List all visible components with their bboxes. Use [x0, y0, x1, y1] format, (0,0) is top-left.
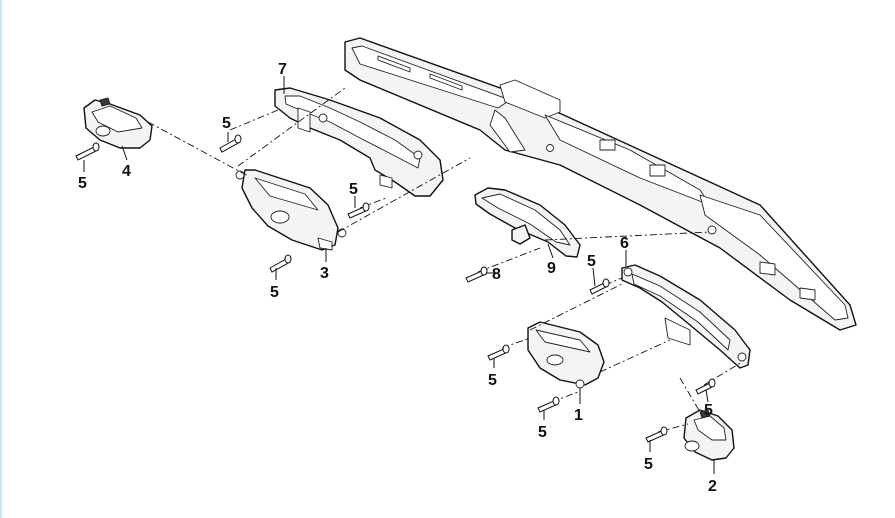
part-7-bracket [274, 87, 444, 197]
callout-7: 7 [278, 61, 287, 78]
part-3-meter [235, 169, 347, 251]
part-4-switch [83, 97, 153, 149]
screw-icon [537, 396, 560, 413]
callout-5: 5 [538, 424, 547, 441]
part-2-switch [683, 409, 735, 461]
screw-icon [75, 142, 100, 161]
callout-4: 4 [122, 163, 131, 180]
callout-8: 8 [492, 266, 501, 283]
screw-icon [695, 378, 716, 395]
callout-5: 5 [644, 456, 653, 473]
screw-icon [465, 266, 488, 283]
part-9-module [474, 187, 581, 258]
screw-icon [219, 134, 242, 153]
callout-5: 5 [270, 284, 279, 301]
screw-icon [269, 254, 292, 273]
callout-5: 5 [488, 372, 497, 389]
callout-5: 5 [349, 181, 358, 198]
screw-icon [645, 426, 668, 443]
callout-6: 6 [620, 235, 629, 252]
callout-2: 2 [708, 478, 717, 495]
screw-icon [347, 202, 370, 219]
callout-1: 1 [574, 407, 583, 424]
left-border [0, 0, 2, 518]
screw-icon [589, 278, 610, 295]
callout-5: 5 [222, 115, 231, 132]
part-1-meter [527, 321, 605, 389]
callout-5: 5 [704, 402, 713, 419]
part-6-bracket [621, 264, 751, 369]
screws [75, 134, 716, 443]
leader-lines [83, 76, 715, 474]
callout-5: 5 [78, 175, 87, 192]
callout-3: 3 [320, 265, 329, 282]
callout-9: 9 [547, 260, 556, 277]
alignment-lines [147, 87, 743, 433]
callouts: 5 4 5 7 5 3 5 8 9 5 6 5 1 5 5 5 2 [78, 61, 717, 495]
callout-5: 5 [587, 253, 596, 270]
screw-icon [487, 344, 510, 361]
crossbar-housing [344, 37, 857, 331]
